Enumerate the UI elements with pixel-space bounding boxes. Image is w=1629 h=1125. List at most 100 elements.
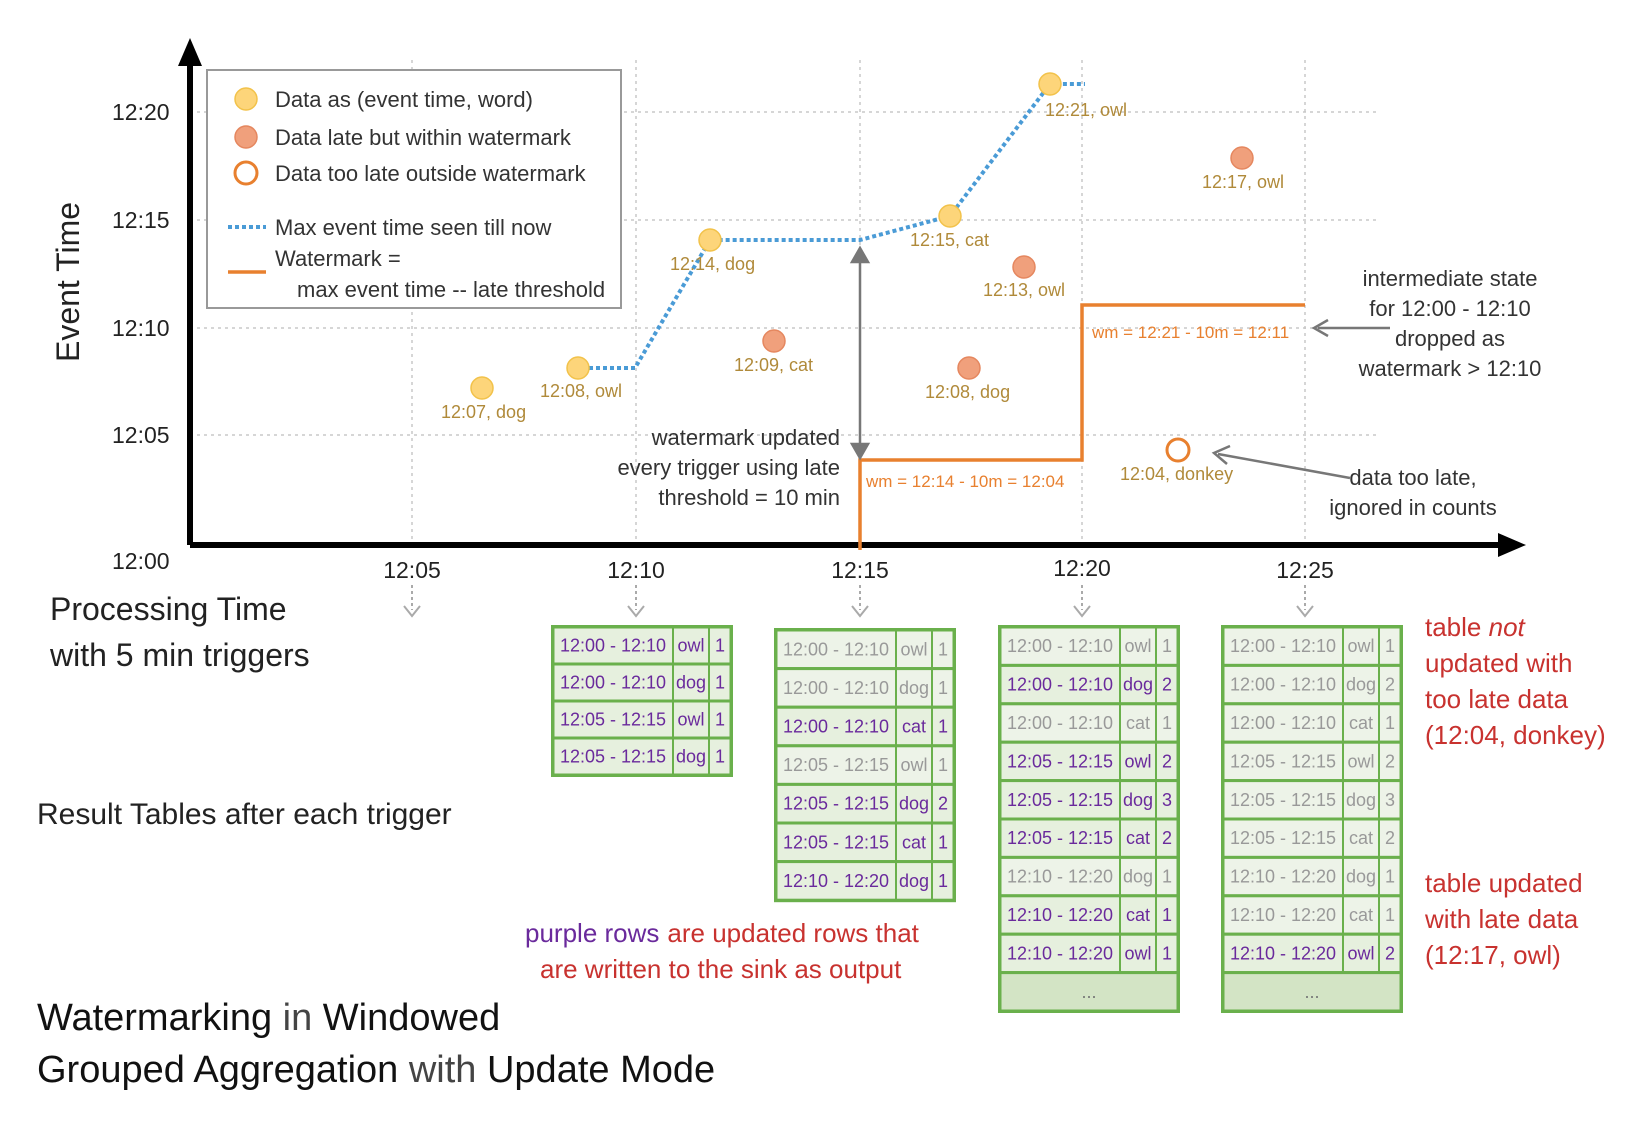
watermark-label-first: wm = 12:14 - 10m = 12:04 xyxy=(865,472,1064,491)
title-watermarking: Watermarking xyxy=(37,997,272,1039)
annotation-intermediate-state: intermediate state for 12:00 - 12:10 dro… xyxy=(1358,266,1542,381)
note-written-sink: are written to the sink as output xyxy=(540,954,902,984)
legend-box xyxy=(206,69,622,309)
table-row-bg xyxy=(551,625,733,666)
table-cell-window: 12:00 - 12:10 xyxy=(1007,636,1113,656)
label-1208-dog: 12:08, dog xyxy=(925,382,1010,402)
trigger-arrow-1215 xyxy=(851,605,869,618)
table-cell-count: 2 xyxy=(1385,943,1395,963)
table-cell-window: 12:00 - 12:10 xyxy=(783,717,889,737)
trigger-arrow-1205 xyxy=(403,605,421,618)
table-cell-window: 12:05 - 12:15 xyxy=(783,755,889,775)
table-cell-count: 1 xyxy=(938,639,948,659)
table-cell-count: 1 xyxy=(715,747,725,767)
table-row-bg xyxy=(998,855,1180,898)
trigger-arrow-1210 xyxy=(627,605,645,618)
result-tables-label: Result Tables after each trigger xyxy=(37,798,452,831)
table-row-bg xyxy=(998,932,1180,975)
point-1208-owl xyxy=(566,356,590,380)
annotation-int-line4: watermark > 12:10 xyxy=(1358,356,1542,381)
annotation-int-line2: for 12:00 - 12:10 xyxy=(1369,296,1530,321)
annotation-wm-line3: threshold = 10 min xyxy=(658,485,840,510)
table-ellipsis: ... xyxy=(1304,982,1319,1002)
point-1209-cat xyxy=(762,329,786,353)
table-cell-count: 1 xyxy=(1385,905,1395,925)
note-updated-line3: (12:17, owl) xyxy=(1425,940,1561,970)
table-cell-word: dog xyxy=(1346,675,1376,695)
y-tick-1205: 12:05 xyxy=(112,422,170,448)
table-cell-word: owl xyxy=(1124,636,1151,656)
table-cell-word: owl xyxy=(1347,943,1374,963)
table-row-bg xyxy=(998,894,1180,936)
note-not-updated-line4: (12:04, donkey) xyxy=(1425,720,1606,750)
legend-too-late: Data too late outside watermark xyxy=(275,161,587,186)
note-updated-line2: with late data xyxy=(1424,904,1579,934)
table-cell-count: 1 xyxy=(715,710,725,730)
x-axis-title-line2: with 5 min triggers xyxy=(49,637,310,673)
table-row-bg xyxy=(1221,702,1403,744)
table-cell-window: 12:00 - 12:10 xyxy=(1230,675,1336,695)
x-axis-title-line1: Processing Time xyxy=(50,591,287,627)
title-with: with xyxy=(398,1049,487,1091)
note-are-updated: are updated rows that xyxy=(667,918,919,948)
title-windowed: Windowed xyxy=(323,997,500,1039)
table-cell-count: 1 xyxy=(938,832,948,852)
table-cell-word: cat xyxy=(902,717,926,737)
y-axis-title: Event Time xyxy=(50,202,86,362)
table-cell-window: 12:00 - 12:10 xyxy=(1007,675,1113,695)
table-cell-count: 2 xyxy=(1385,751,1395,771)
label-1209-cat: 12:09, cat xyxy=(734,355,813,375)
title-line2: Grouped Aggregation with Update Mode xyxy=(37,1049,715,1091)
table-row-bg xyxy=(1221,817,1403,859)
table-ellipsis-row xyxy=(1221,971,1403,1013)
table-cell-count: 1 xyxy=(1385,636,1395,656)
table-cell-count: 1 xyxy=(938,755,948,775)
table-row-bg xyxy=(998,817,1180,859)
note-not-updated-line3: too late data xyxy=(1425,684,1569,714)
table-cell-count: 2 xyxy=(1162,751,1172,771)
y-tick-1220: 12:20 xyxy=(112,99,170,125)
legend-late-marker xyxy=(234,125,258,149)
annotation-watermark-updated: watermark updated every trigger using la… xyxy=(617,425,840,510)
watermark-label-second: wm = 12:21 - 10m = 12:11 xyxy=(1091,323,1289,342)
table-row-bg xyxy=(551,662,733,703)
note-table-word: table xyxy=(1425,612,1489,642)
label-1221-owl: 12:21, owl xyxy=(1045,100,1127,120)
legend-watermark-line2: max event time -- late threshold xyxy=(297,277,605,302)
table-row-bg xyxy=(774,705,956,748)
table-cell-window: 12:05 - 12:15 xyxy=(1230,828,1336,848)
table-cell-window: 12:05 - 12:15 xyxy=(1007,828,1113,848)
table-cell-word: cat xyxy=(1126,828,1150,848)
legend-watermark-line1: Watermark = xyxy=(275,246,401,271)
table-cell-count: 1 xyxy=(938,717,948,737)
table-ellipsis: ... xyxy=(1081,982,1096,1002)
table-cell-count: 2 xyxy=(1385,828,1395,848)
table-cell-window: 12:05 - 12:15 xyxy=(1230,751,1336,771)
note-not-updated-line2: updated with xyxy=(1425,648,1572,678)
table-cell-count: 1 xyxy=(938,678,948,698)
table-cell-window: 12:05 - 12:15 xyxy=(783,832,889,852)
table-row-bg xyxy=(774,628,956,671)
table-row-bg xyxy=(1221,740,1403,783)
annotation-toolate-line2: ignored in counts xyxy=(1329,495,1497,520)
table-row-bg xyxy=(1221,855,1403,898)
table-cell-word: dog xyxy=(1123,790,1153,810)
y-tick-1215: 12:15 xyxy=(112,207,170,233)
table-cell-word: cat xyxy=(1126,905,1150,925)
y-tick-1200: 12:00 xyxy=(112,548,170,574)
